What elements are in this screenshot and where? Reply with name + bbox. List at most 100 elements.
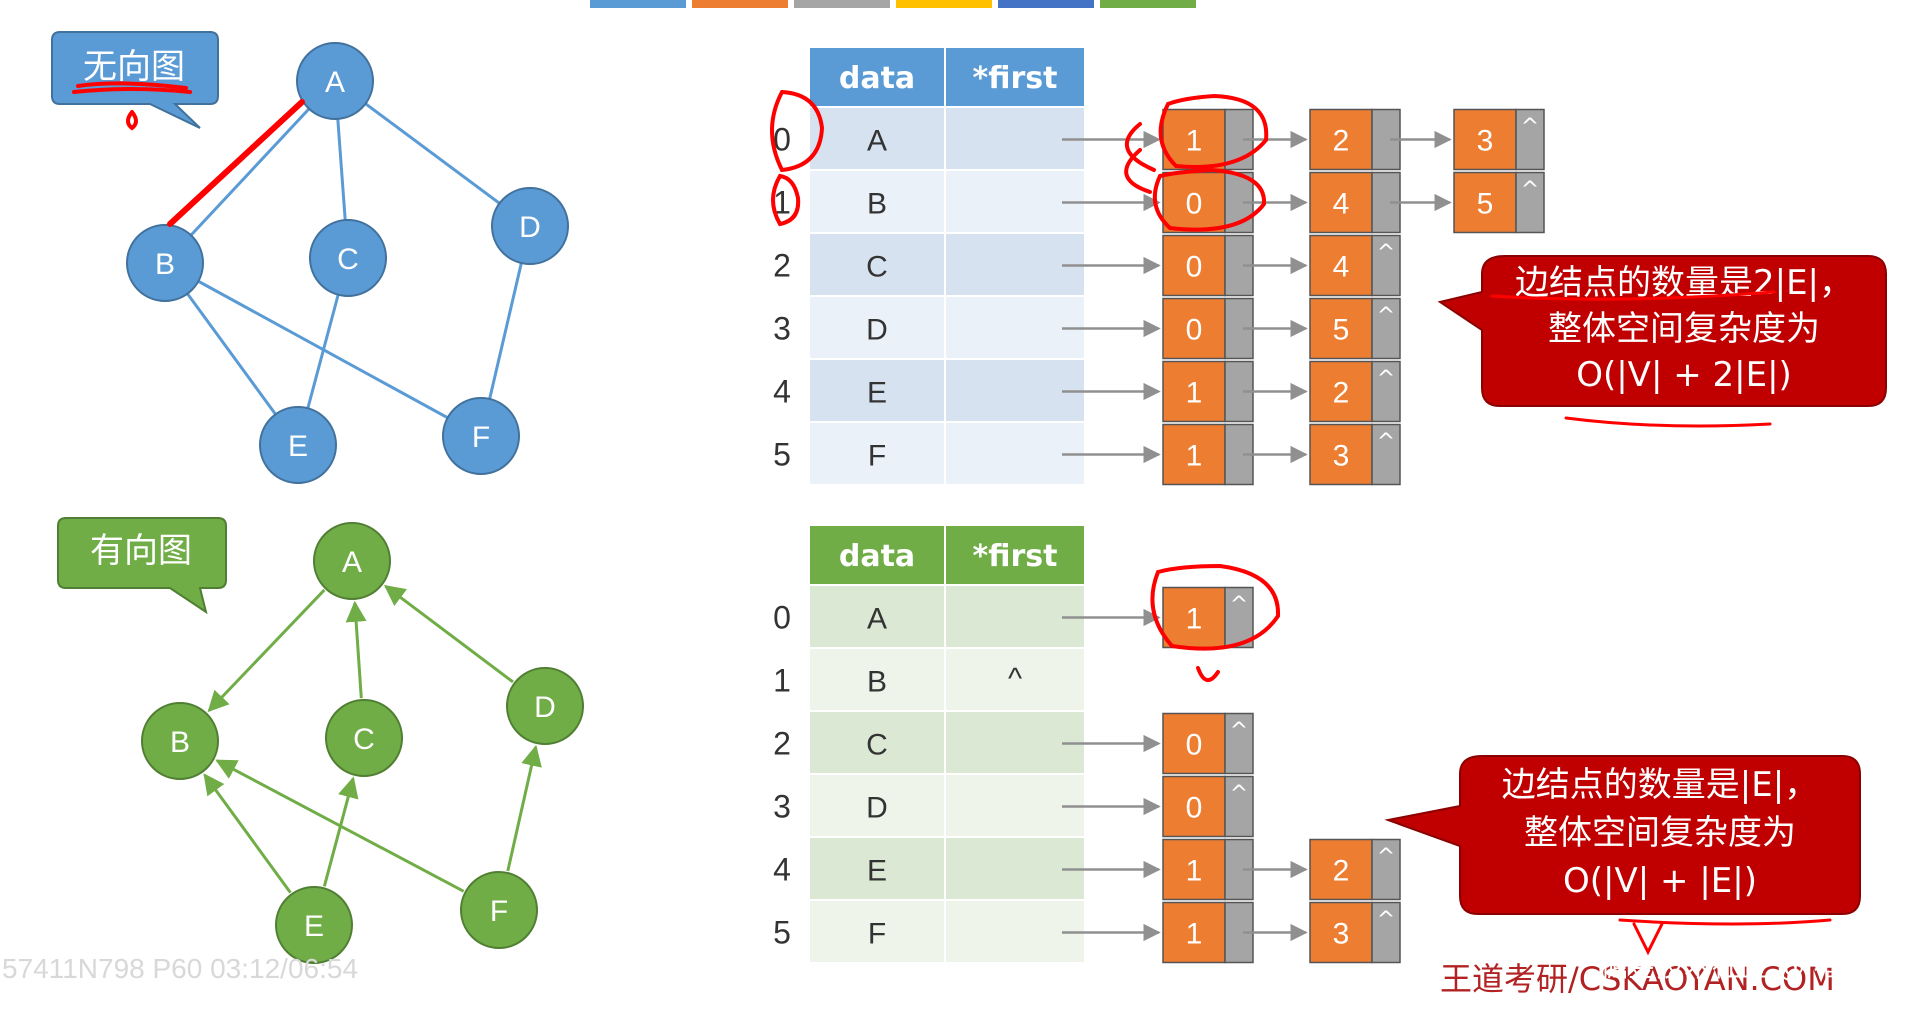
adjacent-index: 1 <box>1186 377 1203 410</box>
edge-node: 0^ <box>1162 775 1254 838</box>
vertex-data: D <box>866 792 888 825</box>
row-index: 4 <box>773 852 791 888</box>
undirected-node-C: C <box>309 219 387 297</box>
top-tab-1 <box>692 0 788 8</box>
undirected-note-line-2: 整体空间复杂度为 <box>1548 309 1820 349</box>
undirected-node-label: F <box>472 421 490 454</box>
directed-label-callout: 有向图 <box>57 517 227 615</box>
vertex-data: C <box>866 251 888 284</box>
null-next: ^ <box>1377 845 1395 870</box>
arc-F-D <box>506 744 542 872</box>
vertex-data: F <box>868 918 886 951</box>
null-next: ^ <box>1377 430 1395 455</box>
row-index: 0 <box>773 122 791 158</box>
top-tab-strip <box>590 0 1196 8</box>
directed-node-E: E <box>275 886 353 964</box>
null-next: ^ <box>1377 908 1395 933</box>
undirected-label: 无向图 <box>83 47 185 87</box>
arc-E-C <box>322 776 359 887</box>
vertex-data: C <box>866 729 888 762</box>
null-next: ^ <box>1377 304 1395 329</box>
undirected-node-A: A <box>296 42 374 120</box>
undirected_table-header-first-bg <box>946 48 1084 106</box>
vertex-data: B <box>867 188 887 221</box>
top-tab-0 <box>590 0 686 8</box>
directed-note-line-3: O(|V| + |E|) <box>1563 861 1757 901</box>
row-index: 1 <box>773 663 791 699</box>
adjacent-index: 1 <box>1186 603 1203 636</box>
directed_table-header-data: data <box>839 539 915 574</box>
directed-arcs <box>203 584 542 894</box>
directed-complexity-note: 边结点的数量是|E|， 整体空间复杂度为 O(|V| + |E|) <box>1384 755 1861 915</box>
row-index: 3 <box>773 311 791 347</box>
edge-node: 1 <box>1162 423 1308 486</box>
null-next: ^ <box>1230 782 1248 807</box>
undirected-nodes: A B C D E F <box>126 42 569 484</box>
directed-node-label: D <box>534 691 556 724</box>
undirected-node-label: B <box>155 248 175 281</box>
edge-node: 0 <box>1162 234 1308 297</box>
null-pointer: ^ <box>1008 663 1022 696</box>
undirected-node-label: E <box>288 430 308 463</box>
edge-node: 0 <box>1162 297 1308 360</box>
top-tab-2 <box>794 0 890 8</box>
directed-note-line-1: 边结点的数量是|E|， <box>1502 765 1818 805</box>
vertex-data: D <box>866 314 888 347</box>
row-index: 5 <box>773 915 791 951</box>
directed-node-C: C <box>325 699 403 777</box>
directed-node-A: A <box>313 522 391 600</box>
adjacent-index: 0 <box>1186 792 1203 825</box>
edge-A-B <box>163 79 337 265</box>
vertex-data: E <box>867 377 887 410</box>
edge-node: 2 <box>1309 108 1452 171</box>
directed-node-label: B <box>170 726 190 759</box>
adjacent-index: 5 <box>1477 188 1494 221</box>
adjacent-index: 4 <box>1333 251 1350 284</box>
null-next: ^ <box>1230 719 1248 744</box>
null-next: ^ <box>1230 593 1248 618</box>
row-index: 3 <box>773 789 791 825</box>
undirected-node-F: F <box>442 397 520 475</box>
edge-node: 4 <box>1309 171 1452 234</box>
edge-node: 1 <box>1162 838 1308 901</box>
row-index: 2 <box>773 726 791 762</box>
adjacent-index: 0 <box>1186 251 1203 284</box>
top-tab-5 <box>1100 0 1196 8</box>
adjacent-index: 4 <box>1333 188 1350 221</box>
undirected-node-label: A <box>325 66 345 99</box>
edge-node: 5^ <box>1309 297 1401 360</box>
undirected-complexity-note: 边结点的数量是2|E|， 整体空间复杂度为 O(|V| + 2|E|) <box>1437 255 1887 407</box>
adjacent-index: 2 <box>1333 125 1350 158</box>
directed-node-label: A <box>342 546 362 579</box>
edge-node: 1^ <box>1162 586 1254 649</box>
null-next: ^ <box>1521 115 1539 140</box>
undirected_table-header-data: data <box>839 61 915 96</box>
adjacent-index: 2 <box>1333 855 1350 888</box>
edge-node: 2^ <box>1309 360 1401 423</box>
undirected-label-callout: 无向图 <box>51 31 219 129</box>
vertex-data: B <box>867 666 887 699</box>
edge-node: 1 <box>1162 901 1308 964</box>
adjacent-index: 0 <box>1186 188 1203 221</box>
directed_table-row-1: 1 B ^ <box>773 649 1084 710</box>
vertex-data: E <box>867 855 887 888</box>
undirected-node-E: E <box>259 406 337 484</box>
edge-node: 3^ <box>1309 423 1401 486</box>
arc-F-B <box>215 759 465 893</box>
footer-brand: 王道考研/CSKAOYAN.COM <box>1440 960 1835 998</box>
adjacent-index: 3 <box>1477 125 1494 158</box>
adjacent-index: 0 <box>1186 314 1203 347</box>
edge-A-D <box>334 79 531 228</box>
directed_table-header-first: *first <box>973 539 1058 574</box>
adjacent-index: 5 <box>1333 314 1350 347</box>
undirected_table-header-data-bg <box>810 48 944 106</box>
directed-node-label: E <box>304 910 324 943</box>
undirected-node-label: D <box>519 211 541 244</box>
